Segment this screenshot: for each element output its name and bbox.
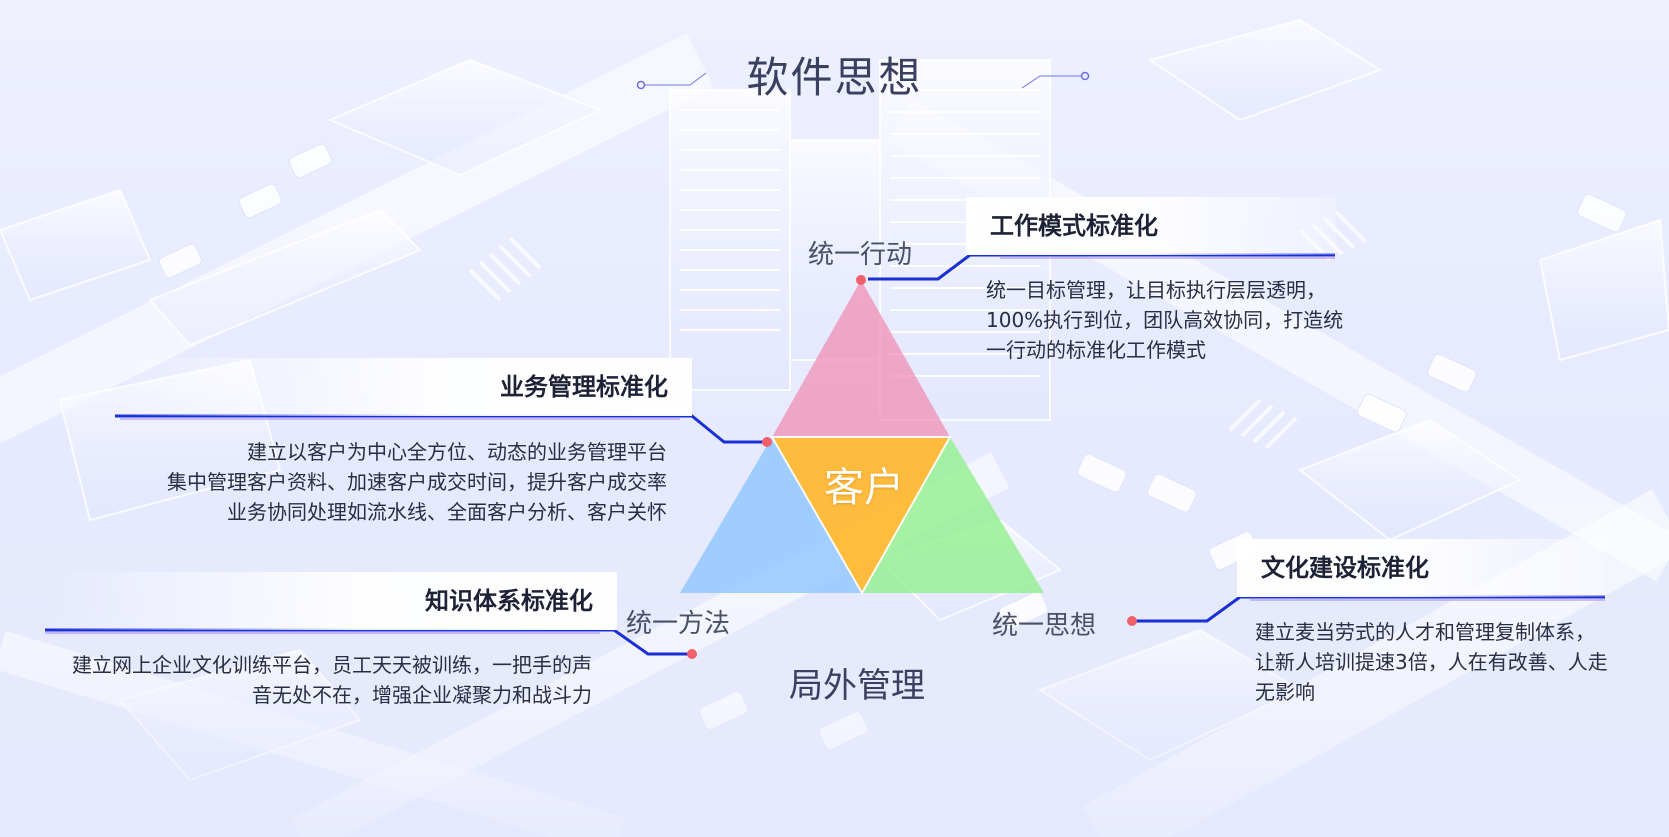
connector-lines xyxy=(45,253,1605,656)
title-decoration-left xyxy=(636,72,707,90)
triangle-dividers xyxy=(770,436,952,596)
connector-dots xyxy=(687,275,1137,659)
card-culture: 文化建设标准化 xyxy=(1237,539,1605,597)
desc-knowledge: 建立网上企业文化训练平台，员工天天被训练，一把手的声 音无处不在，增强企业凝聚力… xyxy=(72,650,592,710)
card-knowledge-heading: 知识体系标准化 xyxy=(425,587,593,615)
center-label: 客户 xyxy=(824,465,904,511)
desc-line: 一行动的标准化工作模式 xyxy=(986,338,1206,362)
triangle-center xyxy=(772,437,950,593)
desc-line: 建立网上企业文化训练平台，员工天天被训练，一把手的声 xyxy=(72,653,592,677)
connector-work-mode xyxy=(868,253,1335,281)
desc-line: 统一目标管理，让目标执行层层透明， xyxy=(986,278,1326,302)
triangle-top xyxy=(772,280,950,437)
desc-line: 让新人培训提速3倍，人在有改善、人走 xyxy=(1255,650,1608,674)
dot-right xyxy=(1127,616,1137,626)
desc-line: 集中管理客户资料、加速客户成交时间，提升客户成交率 xyxy=(167,470,667,494)
vertex-label-left: 统一方法 xyxy=(626,609,731,639)
desc-culture: 建立麦当劳式的人才和管理复制体系， 让新人培训提速3倍，人在有改善、人走 无影响 xyxy=(1255,617,1608,707)
vertex-label-right: 统一思想 xyxy=(992,611,1097,641)
card-business: 业务管理标准化 xyxy=(115,358,692,416)
page-title: 软件思想 xyxy=(746,53,923,102)
bottom-label: 局外管理 xyxy=(789,666,925,706)
dot-bottom-left xyxy=(687,649,697,659)
desc-line: 建立以客户为中心全方位、动态的业务管理平台 xyxy=(247,440,667,464)
dot-top xyxy=(856,275,866,285)
title-decoration-right xyxy=(1021,71,1090,89)
vertex-label-top: 统一行动 xyxy=(808,240,913,270)
desc-line: 音无处不在，增强企业凝聚力和战斗力 xyxy=(252,683,592,707)
desc-business: 建立以客户为中心全方位、动态的业务管理平台 集中管理客户资料、加速客户成交时间，… xyxy=(167,437,667,527)
card-work-mode: 工作模式标准化 xyxy=(966,197,1336,255)
triangle-left xyxy=(680,437,862,593)
card-culture-heading: 文化建设标准化 xyxy=(1261,554,1429,582)
desc-work-mode: 统一目标管理，让目标执行层层透明， 100%执行到位，团队高效协同，打造统 一行… xyxy=(986,275,1343,365)
card-business-heading: 业务管理标准化 xyxy=(500,373,668,401)
desc-line: 100%执行到位，团队高效协同，打造统 xyxy=(986,308,1344,332)
card-work-mode-heading: 工作模式标准化 xyxy=(990,212,1158,240)
triangle-right xyxy=(862,437,1044,593)
connector-business xyxy=(115,414,767,444)
dot-left xyxy=(762,437,772,447)
card-knowledge: 知识体系标准化 xyxy=(45,572,617,630)
desc-line: 无影响 xyxy=(1255,680,1315,704)
desc-line: 建立麦当劳式的人才和管理复制体系， xyxy=(1255,620,1595,644)
connector-culture xyxy=(1132,595,1605,623)
connector-knowledge xyxy=(45,628,692,656)
desc-line: 业务协同处理如流水线、全面客户分析、客户关怀 xyxy=(227,500,667,524)
